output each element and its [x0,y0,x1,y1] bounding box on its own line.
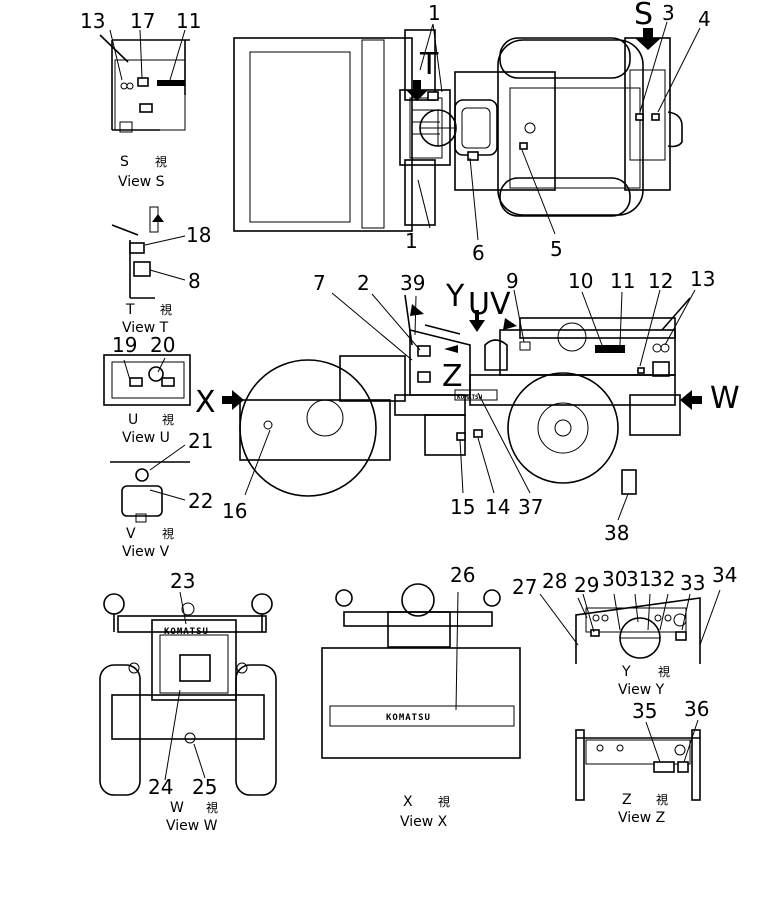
view-z-detail [575,719,701,801]
callout-6: 6 [472,241,485,265]
callout-26: 26 [450,563,475,587]
caption-z-text: View Z [618,810,665,826]
view-y-detail [539,589,721,664]
callout-23: 23 [170,569,195,593]
caption-z-kanji: 視 [656,792,668,807]
caption-w-kanji: 視 [206,800,218,815]
view-x-detail [321,583,521,759]
caption-v-kanji: 視 [162,526,174,541]
callout-20: 20 [150,333,175,357]
caption-s-kanji: 視 [155,154,167,169]
caption-u-kanji: 視 [162,412,174,427]
brand-marks: KOMATSU KOMATSU KOMATSU [164,394,483,723]
view-letter-x: X [195,385,216,420]
caption-t-kanji: 視 [160,302,172,317]
brand-side-plate: KOMATSU [457,394,483,401]
brand-front-plate: KOMATSU [164,627,209,637]
callout-28: 28 [542,569,567,593]
callout-31: 31 [626,567,651,591]
view-letter-y: Y [445,279,465,314]
view-letter-v: V [490,287,511,322]
view-letters: S T Y U V Z X W [195,0,740,420]
view-t-detail [111,206,186,299]
caption-v-letter: V [126,526,136,542]
caption-s-text: View S [118,174,165,190]
caption-u-letter: U [128,412,138,428]
callout-1-top: 1 [428,1,441,25]
callout-11-view-s: 11 [176,9,201,33]
caption-x-text: View X [400,814,448,830]
caption-u-text: View U [122,430,170,446]
callout-37: 37 [518,495,543,519]
view-u-detail [103,354,191,406]
callout-12: 12 [648,269,673,293]
caption-x-kanji: 視 [438,794,450,809]
callout-25: 25 [192,775,217,799]
callout-32: 32 [650,567,675,591]
top-plan-view [233,21,701,241]
callout-39: 39 [400,271,425,295]
caption-y-text: View Y [618,682,665,698]
view-letter-s: S [634,0,653,32]
callout-38: 38 [604,521,629,545]
view-s-detail [99,29,190,133]
callout-14: 14 [485,495,510,519]
side-view [222,289,702,521]
caption-w-letter: W [170,800,184,816]
callout-13-side: 13 [690,267,715,291]
caption-s-letter: S [120,154,129,170]
callout-30: 30 [602,567,627,591]
callout-33: 33 [680,571,705,595]
caption-v-text: View V [122,544,170,560]
callout-36: 36 [684,697,709,721]
callout-11-side: 11 [610,269,635,293]
callout-5: 5 [550,237,563,261]
callout-17: 17 [130,9,155,33]
callout-13-view-s: 13 [80,9,105,33]
callout-1-bottom: 1 [405,229,418,253]
brand-drum-plate: KOMATSU [386,713,431,723]
callout-19: 19 [112,333,137,357]
view-letter-w: W [710,381,740,416]
view-letter-u: U [468,287,490,322]
callout-3: 3 [662,1,675,25]
callout-22: 22 [188,489,213,513]
caption-y-letter: Y [621,664,631,680]
callout-24: 24 [148,775,173,799]
callout-2: 2 [357,271,370,295]
callout-29: 29 [574,573,599,597]
view-letter-z: Z [442,359,463,394]
caption-w-text: View W [166,818,218,834]
callout-21: 21 [188,429,213,453]
callout-4: 4 [698,7,711,31]
caption-x-letter: X [403,794,413,810]
caption-y-kanji: 視 [658,664,670,679]
callout-27: 27 [512,575,537,599]
callout-35: 35 [632,699,657,723]
view-v-detail [110,444,190,523]
caption-t-text: View T [122,320,169,336]
callout-9: 9 [506,269,519,293]
callout-10: 10 [568,269,593,293]
view-letter-t: T [419,47,439,82]
callout-18: 18 [186,223,211,247]
callout-numbers: 1 1 3 4 5 6 13 17 11 18 8 19 20 21 22 7 … [80,1,737,799]
callout-15: 15 [450,495,475,519]
view-w-detail [99,591,277,796]
caption-t-letter: T [125,302,135,318]
callout-7: 7 [313,271,326,295]
callout-8: 8 [188,269,201,293]
view-captions: S 視 View S T 視 View T U 視 View U V 視 Vie… [118,154,670,834]
callout-34: 34 [712,563,737,587]
callout-16: 16 [222,499,247,523]
caption-z-letter: Z [622,792,632,808]
